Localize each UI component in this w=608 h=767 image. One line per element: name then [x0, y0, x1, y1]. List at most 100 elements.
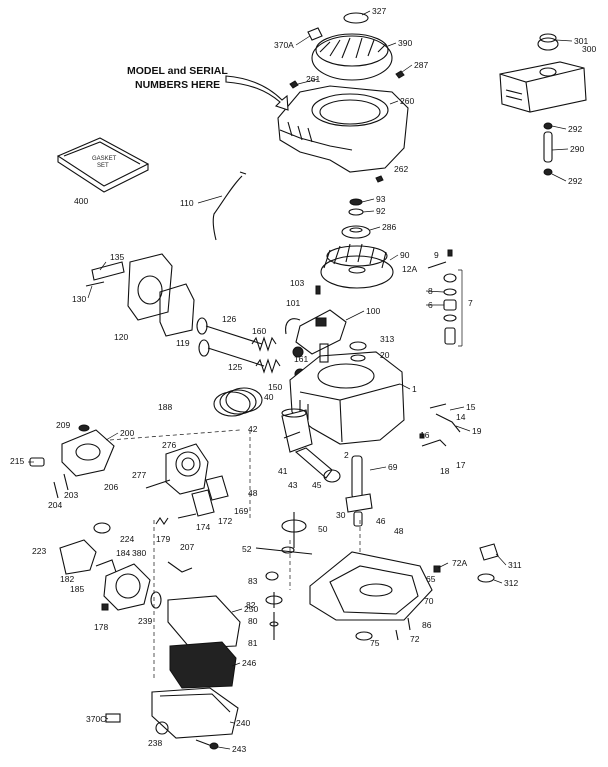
mounting-flange [309, 551, 433, 621]
label-9: 9 [434, 250, 439, 260]
gasket-label-line2: SET [97, 163, 109, 169]
carb-gaskets [177, 475, 229, 519]
fuel-pump [61, 424, 115, 477]
label-42: 42 [248, 424, 258, 434]
exhaust-valve [198, 339, 265, 367]
label-179: 179 [156, 534, 170, 544]
label-65: 65 [426, 574, 436, 584]
label-300: 300 [582, 44, 596, 54]
label-1: 1 [412, 384, 417, 394]
carb-bowl-assembly [59, 522, 111, 575]
callout-arrow [225, 75, 289, 111]
label-18: 18 [440, 466, 450, 476]
intake-gasket [159, 283, 195, 337]
camshaft-gear [281, 512, 307, 548]
label-150: 150 [268, 382, 282, 392]
leader-lines [28, 10, 573, 750]
label-182: 182 [60, 574, 74, 584]
oil-seal [355, 631, 373, 641]
air-filter [169, 641, 237, 689]
crankshaft [345, 455, 373, 527]
label-203: 203 [64, 490, 78, 500]
label-243: 243 [232, 744, 246, 754]
label-178: 178 [94, 622, 108, 632]
label-15: 15 [466, 402, 476, 412]
label-206: 206 [104, 482, 118, 492]
wrist-pin [283, 431, 301, 439]
carburetor [165, 443, 209, 495]
label-48-left: 48 [248, 488, 258, 498]
connecting-rod [294, 447, 341, 483]
label-327: 327 [372, 6, 386, 16]
label-48-right: 48 [394, 526, 404, 536]
ignition-screw [315, 285, 321, 295]
terminal-ring [477, 573, 495, 583]
label-103: 103 [290, 278, 304, 288]
exhaust-pipe [543, 122, 553, 176]
label-101: 101 [286, 298, 300, 308]
gasket-set [56, 137, 150, 193]
label-262: 262 [394, 164, 408, 174]
intake-valve [196, 317, 263, 345]
label-52: 52 [242, 544, 252, 554]
label-240: 240 [236, 718, 250, 728]
label-370a: 370A [274, 40, 294, 50]
label-313: 313 [380, 334, 394, 344]
label-50: 50 [318, 524, 328, 534]
label-260: 260 [400, 96, 414, 106]
spring-179 [155, 517, 169, 525]
label-17: 17 [456, 460, 466, 470]
air-cleaner-cover [167, 595, 241, 649]
choke-link [167, 561, 193, 573]
blower-housing [277, 85, 409, 173]
label-290: 290 [570, 144, 584, 154]
label-93: 93 [376, 194, 386, 204]
sump-screws [395, 617, 411, 641]
oil-pump-shaft [269, 612, 279, 640]
carb-screw-178 [101, 603, 109, 611]
label-161: 161 [294, 354, 308, 364]
carburetor-body [95, 559, 151, 611]
governor-group [427, 249, 463, 347]
oil-pump-cap [265, 571, 279, 581]
label-246: 246 [242, 658, 256, 668]
label-400: 400 [74, 196, 88, 206]
label-126: 126 [222, 314, 236, 324]
carb-screws [53, 473, 69, 499]
label-120: 120 [114, 332, 128, 342]
breather-assembly [349, 341, 367, 362]
label-45: 45 [312, 480, 322, 490]
label-14: 14 [456, 412, 466, 422]
label-46: 46 [376, 516, 386, 526]
oil-pump-gear [265, 592, 283, 608]
air-cleaner-base [151, 687, 239, 739]
label-69: 69 [388, 462, 398, 472]
decal-370c [105, 713, 121, 723]
terminal-clip [479, 543, 499, 561]
screw-261 [289, 80, 299, 89]
label-92: 92 [376, 206, 386, 216]
label-83: 83 [248, 576, 258, 586]
decal-370a [307, 27, 323, 41]
label-292-bottom: 292 [568, 176, 582, 186]
label-86: 86 [422, 620, 432, 630]
camshaft [255, 546, 313, 555]
carb-gasket [150, 591, 162, 609]
screw-262 [375, 175, 384, 183]
label-2: 2 [344, 450, 349, 460]
label-223: 223 [32, 546, 46, 556]
label-82: 82 [246, 600, 256, 610]
label-75: 75 [370, 638, 380, 648]
base-screw [195, 739, 219, 750]
label-16: 16 [420, 430, 430, 440]
label-81: 81 [248, 638, 258, 648]
label-172: 172 [218, 516, 232, 526]
label-90: 90 [400, 250, 410, 260]
ignition-module [285, 309, 347, 355]
label-174: 174 [196, 522, 210, 532]
label-130: 130 [72, 294, 86, 304]
part-labels: 327 370A 390 287 261 260 262 301 300 292… [10, 6, 596, 754]
label-19: 19 [472, 426, 482, 436]
label-119: 119 [176, 338, 190, 348]
label-277: 277 [132, 470, 146, 480]
